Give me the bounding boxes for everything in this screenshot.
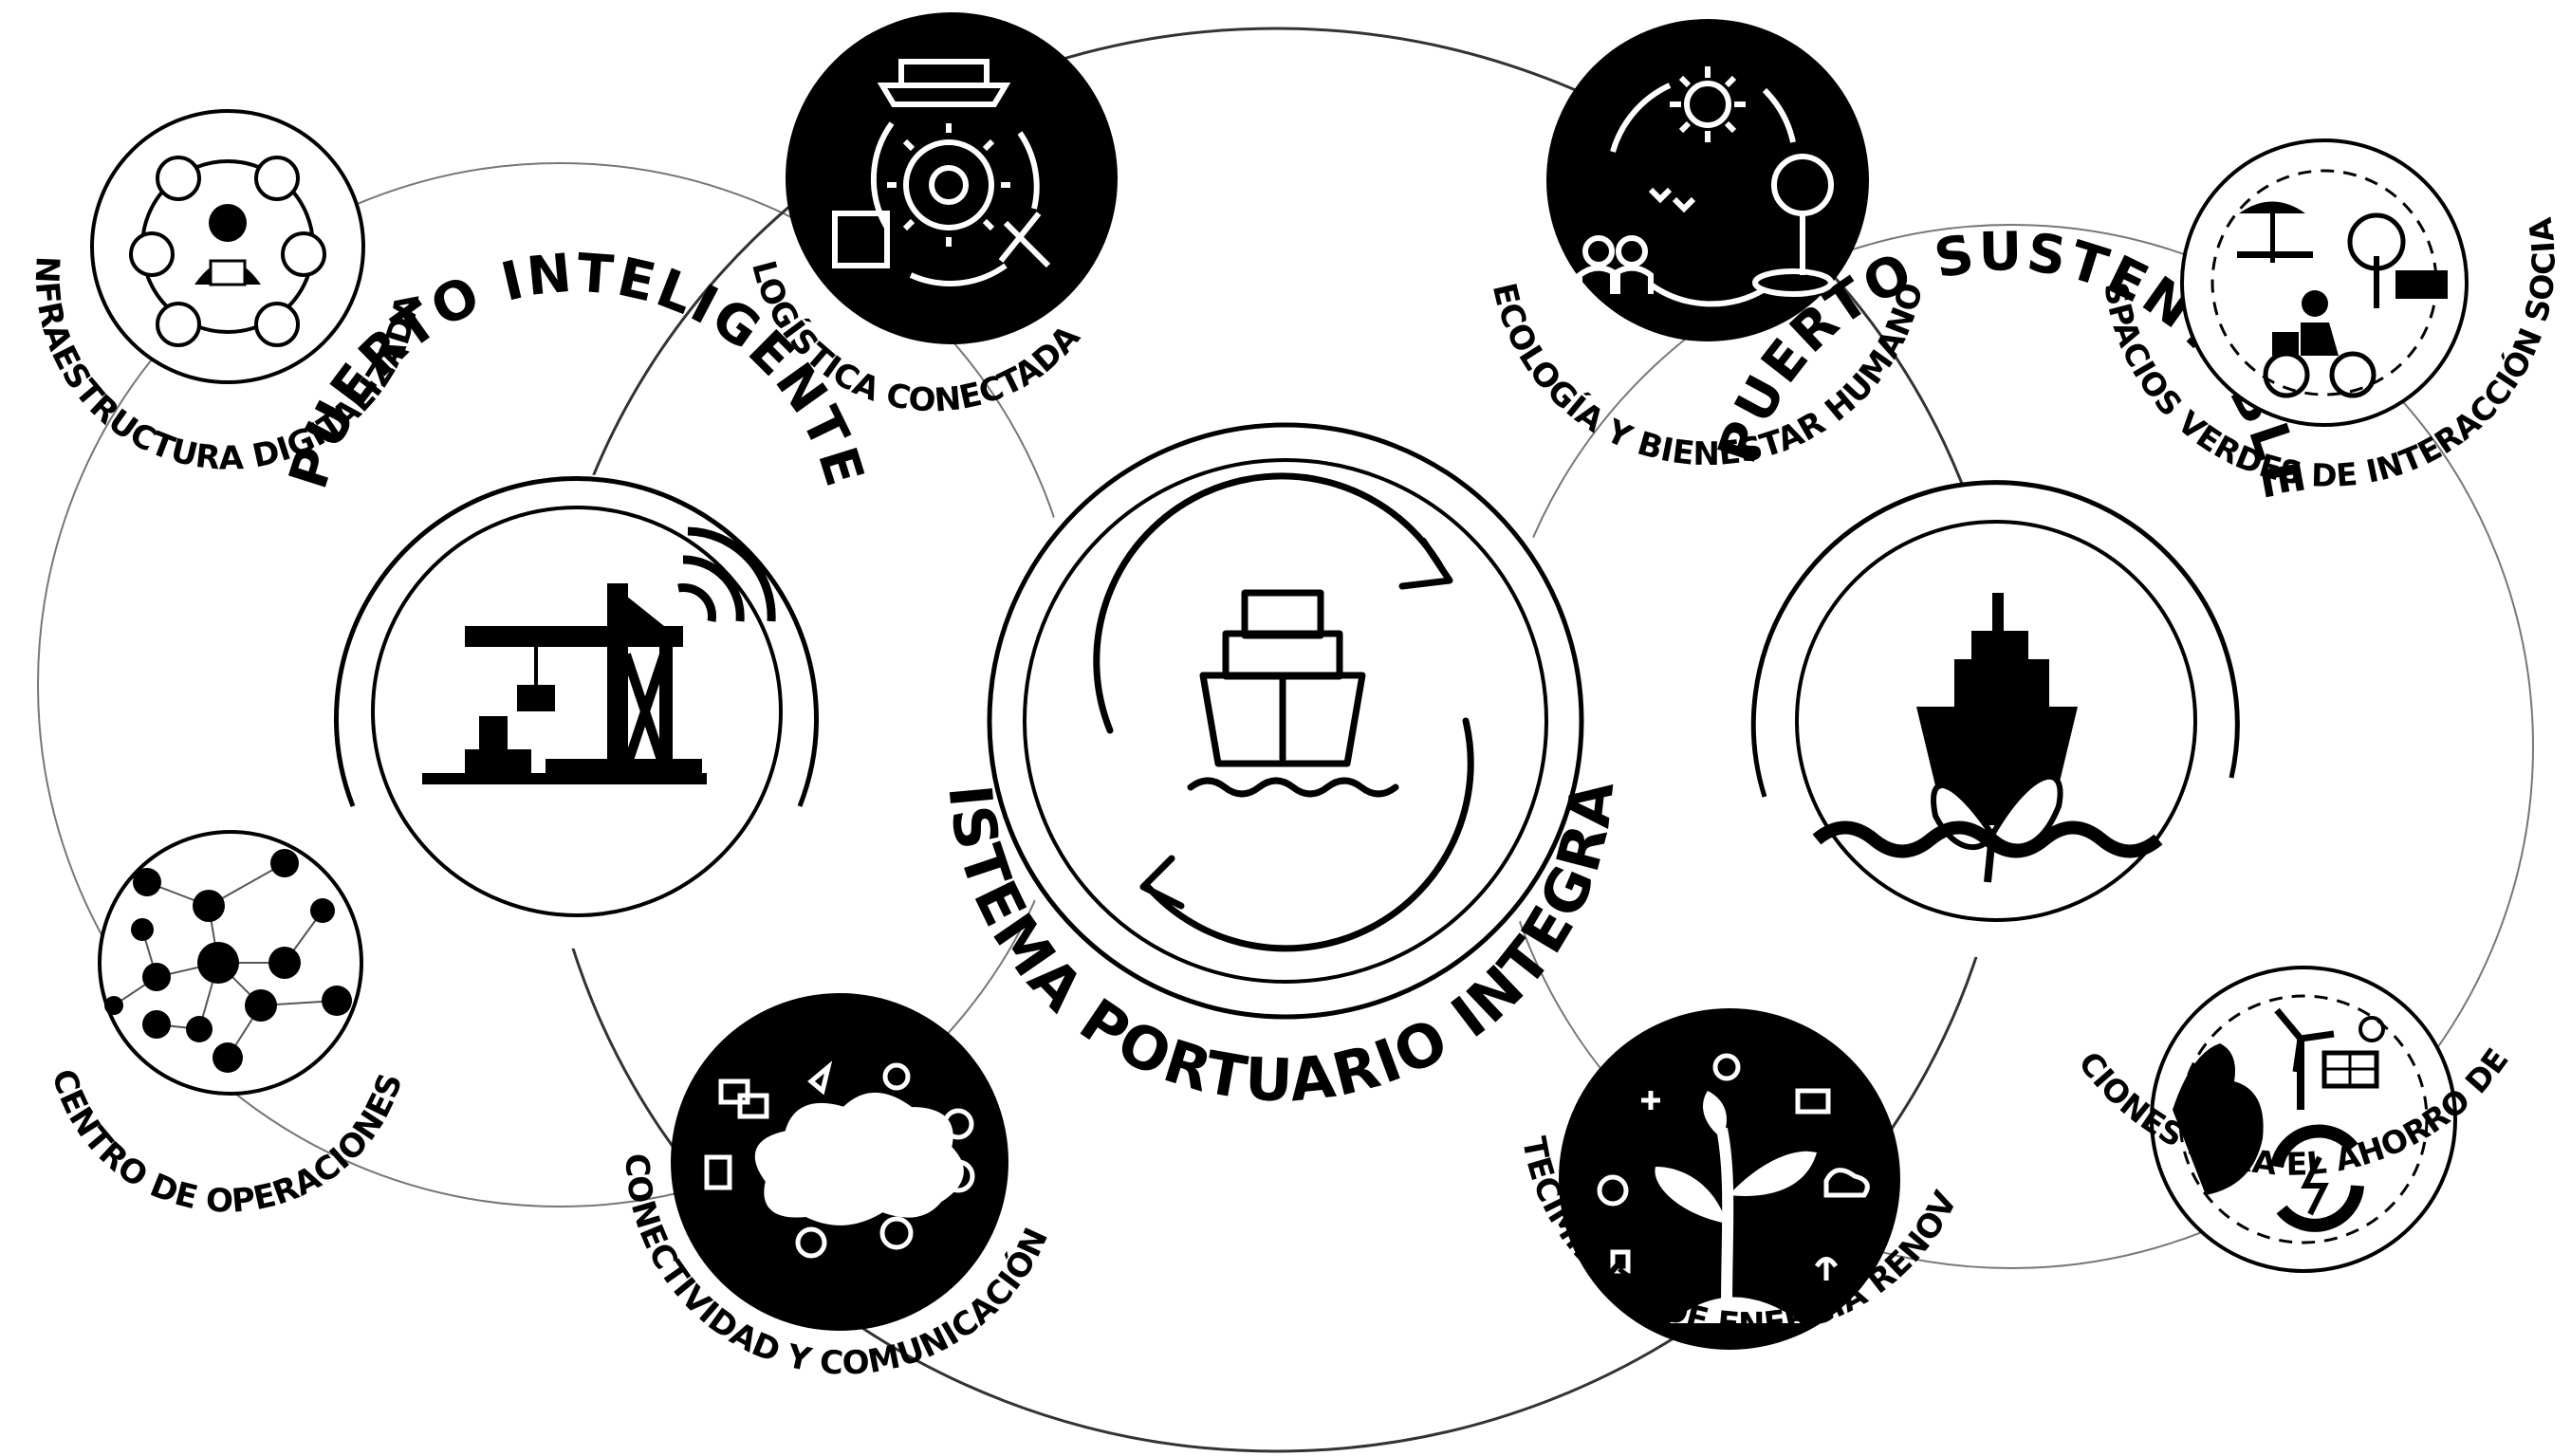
operator-network-icon <box>129 156 326 347</box>
ship-cycle-icon <box>1093 472 1474 952</box>
ship-leaf-icon <box>1812 593 2163 883</box>
node-infraestructura: INFRAESTRUCTURA DIGITALIZADA <box>0 0 427 478</box>
network-graph-icon <box>104 849 352 1073</box>
node-logistica: LOGÍSTICA CONECTADA <box>744 12 1118 420</box>
ecology-people-tree-icon <box>1577 66 1834 307</box>
node-centro: CENTRO DE OPERACIONES <box>44 830 410 1221</box>
sprout-energy-icon <box>1597 1053 1870 1323</box>
energy-saving-cycle-icon <box>2173 994 2429 1244</box>
port-crane-wireless-icon <box>422 526 776 784</box>
park-bicycle-icon <box>2210 169 2448 398</box>
cloud-devices-icon <box>704 1060 975 1259</box>
node-conectividad: CONECTIVIDAD Y COMUNICACIÓN <box>618 993 1056 1383</box>
logistics-gear-cycle-icon <box>832 59 1051 286</box>
